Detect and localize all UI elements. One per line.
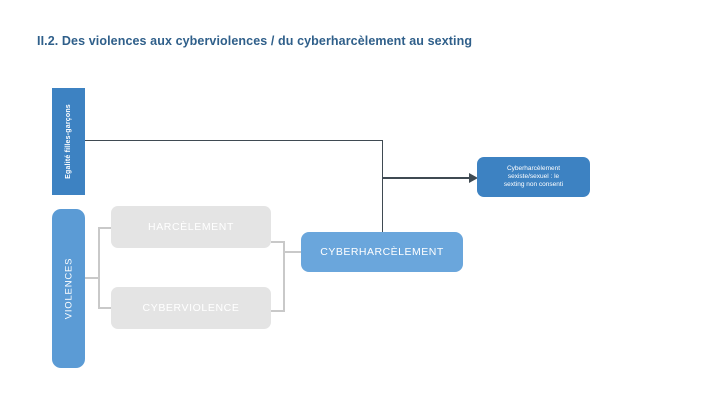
connector-to-harcelement [98,227,112,229]
callout-line-1: Cyberharcèlement [506,165,561,173]
node-harcelement[interactable]: HARCÈLEMENT [111,206,271,248]
connector-left-bracket-lower [98,277,100,309]
node-egalite-label: Egalité filles-garçons [65,104,72,179]
arrow-head-icon [469,173,478,183]
node-cyberviolence[interactable]: CYBERVIOLENCE [111,287,271,329]
connector-to-cyberharcelement [283,251,301,253]
node-violences[interactable]: VIOLENCES [52,209,85,368]
connector-to-cyberviolence [98,307,112,309]
connector-from-cyberviolence [271,310,285,312]
connector-right-bracket [283,241,285,312]
node-violences-label: VIOLENCES [63,257,74,320]
connector-from-harcelement [271,241,285,243]
connector-egalite-horizontal [85,140,383,141]
callout-cyberharcelement-sexting[interactable]: Cyberharcèlement sexiste/sexuel : le sex… [477,157,590,197]
connector-arrow-shaft [383,177,470,179]
connector-left-bracket-upper [98,227,100,279]
node-egalite-filles-garcons[interactable]: Egalité filles-garçons [52,88,85,195]
connector-egalite-vertical [382,140,383,233]
callout-line-2: sexiste/sexuel : le [507,173,560,181]
node-cyberharcelement[interactable]: CYBERHARCÈLEMENT [301,232,463,272]
page-title: II.2. Des violences aux cyberviolences /… [37,34,473,48]
callout-line-3: sexting non consenti [503,180,564,188]
connector-violences-stub [85,277,99,279]
